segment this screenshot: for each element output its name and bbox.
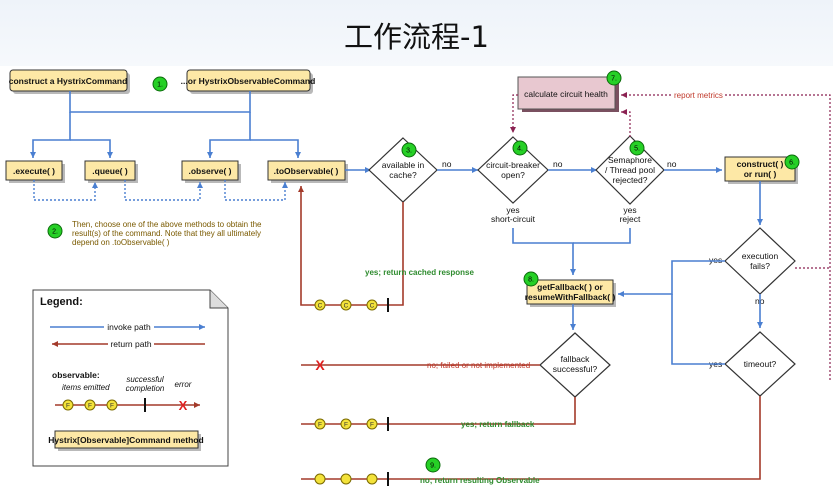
to-observable-label: .toObservable( ) — [274, 166, 339, 176]
calculate-health-box: calculate circuit health — [517, 76, 619, 112]
execution-fails-decision: execution fails? — [724, 227, 796, 295]
svg-text:5.: 5. — [634, 146, 640, 153]
svg-text:successful?: successful? — [553, 364, 598, 374]
svg-text:F: F — [110, 403, 114, 410]
step-badge-2: 2. — [47, 223, 63, 239]
legend-observable: observable: — [52, 370, 100, 380]
legend-method-box: Hystrix[Observable]Command method — [48, 435, 203, 445]
svg-text:8.: 8. — [528, 277, 534, 284]
svg-text:open?: open? — [501, 170, 525, 180]
step-badge-7: 7. — [606, 70, 622, 86]
note-line-3: depend on .toObservable( ) — [72, 238, 170, 247]
step-badge-8: 8. — [523, 271, 539, 287]
svg-text:4.: 4. — [517, 146, 523, 153]
slide-title: 工作流程-1 — [344, 20, 489, 54]
observe-label: .observe( ) — [189, 166, 232, 176]
queue-label: .queue( ) — [92, 166, 128, 176]
execute-box: .execute( ) — [5, 160, 65, 183]
label-no-pool: no — [667, 159, 677, 169]
step-badge-4: 4. — [512, 140, 528, 156]
svg-text:C: C — [370, 303, 375, 310]
fallback-box: getFallback( ) or resumeWithFallback( ) — [525, 279, 616, 307]
svg-text:yes: yes — [623, 205, 636, 215]
label-return-fallback: yes; return fallback — [461, 420, 535, 429]
svg-text:F: F — [66, 403, 70, 410]
step-badge-9: 9. — [425, 457, 441, 473]
label-no-breaker: no — [553, 159, 563, 169]
legend-error: error — [175, 380, 192, 389]
step-badge-5: 5. — [629, 140, 645, 156]
step-badge-1: 1. — [152, 76, 168, 92]
note-line-2: result(s) of the command. Note that they… — [72, 229, 261, 238]
step-badge-6: 6. — [784, 154, 800, 170]
svg-text:cache?: cache? — [389, 170, 417, 180]
legend-title: Legend: — [40, 296, 83, 308]
legend-return: return path — [110, 339, 151, 349]
svg-text:reject: reject — [620, 214, 641, 224]
fallback-successful-decision: fallback successful? — [539, 332, 611, 398]
pool-rejected-decision: Semaphore / Thread pool rejected? — [595, 135, 665, 205]
svg-text:F: F — [344, 422, 348, 429]
svg-text:resumeWithFallback( ): resumeWithFallback( ) — [525, 292, 616, 302]
construct-observable-label: ...or HystrixObservableCommand — [181, 76, 316, 86]
svg-text:timeout?: timeout? — [744, 359, 777, 369]
svg-text:execution: execution — [742, 251, 779, 261]
svg-text:C: C — [318, 303, 323, 310]
label-report-metrics: report metrics — [674, 91, 723, 100]
observe-box: .observe( ) — [181, 160, 241, 183]
legend: Legend: invoke path return path observab… — [32, 289, 229, 467]
queue-box: .queue( ) — [84, 160, 138, 183]
svg-text:getFallback( ) or: getFallback( ) or — [537, 282, 603, 292]
svg-text:6.: 6. — [789, 160, 795, 167]
svg-text:/ Thread pool: / Thread pool — [605, 165, 655, 175]
legend-successful-1: successful — [126, 375, 164, 384]
svg-text:X: X — [179, 398, 188, 413]
svg-text:available in: available in — [382, 160, 425, 170]
svg-text:7.: 7. — [611, 76, 617, 83]
circuit-breaker-decision: circuit-breaker open? — [477, 136, 549, 204]
svg-text:C: C — [344, 303, 349, 310]
to-observable-box: .toObservable( ) — [267, 160, 348, 183]
result-emissions — [314, 472, 389, 486]
svg-text:F: F — [370, 422, 374, 429]
svg-text:9.: 9. — [430, 463, 436, 470]
label-no-cache: no — [442, 159, 452, 169]
run-box: construct( ) or run( ) — [724, 156, 798, 184]
timeout-decision: timeout? — [724, 331, 796, 397]
legend-invoke: invoke path — [107, 322, 151, 332]
svg-text:F: F — [318, 422, 322, 429]
svg-text:short-circuit: short-circuit — [491, 214, 536, 224]
legend-successful-2: completion — [126, 384, 165, 393]
svg-text:or run( ): or run( ) — [744, 169, 777, 179]
error-marker: X — [315, 357, 325, 373]
svg-text:Semaphore: Semaphore — [608, 155, 652, 165]
svg-text:yes: yes — [506, 205, 519, 215]
step-badge-3: 3. — [401, 142, 417, 158]
svg-text:2.: 2. — [52, 229, 58, 236]
title-band — [0, 0, 833, 66]
svg-text:F: F — [88, 403, 92, 410]
svg-text:fails?: fails? — [750, 261, 770, 271]
svg-text:calculate circuit health: calculate circuit health — [524, 89, 608, 99]
label-yes-exec: yes — [709, 255, 722, 265]
svg-text:rejected?: rejected? — [613, 175, 648, 185]
fallback-emissions: F F F — [314, 417, 389, 431]
legend-items-emitted: items emitted — [62, 383, 110, 392]
svg-text:fallback: fallback — [561, 354, 591, 364]
label-failed: no; failed or not implemented — [427, 361, 530, 370]
execute-label: .execute( ) — [13, 166, 55, 176]
svg-text:construct( ): construct( ) — [737, 159, 784, 169]
label-cached: yes; return cached response — [365, 268, 474, 277]
label-return-observable: no; return resulting Observable — [420, 476, 540, 485]
cached-emissions: C C C — [314, 298, 389, 312]
construct-label: construct a HystrixCommand — [9, 76, 128, 86]
svg-text:3.: 3. — [406, 148, 412, 155]
svg-text:circuit-breaker: circuit-breaker — [486, 160, 540, 170]
note-line-1: Then, choose one of the above methods to… — [72, 220, 262, 229]
svg-text:1.: 1. — [157, 82, 163, 89]
construct-hystrix-command-box: construct a HystrixCommand — [9, 69, 130, 94]
construct-observable-command-box: ...or HystrixObservableCommand — [181, 69, 316, 94]
